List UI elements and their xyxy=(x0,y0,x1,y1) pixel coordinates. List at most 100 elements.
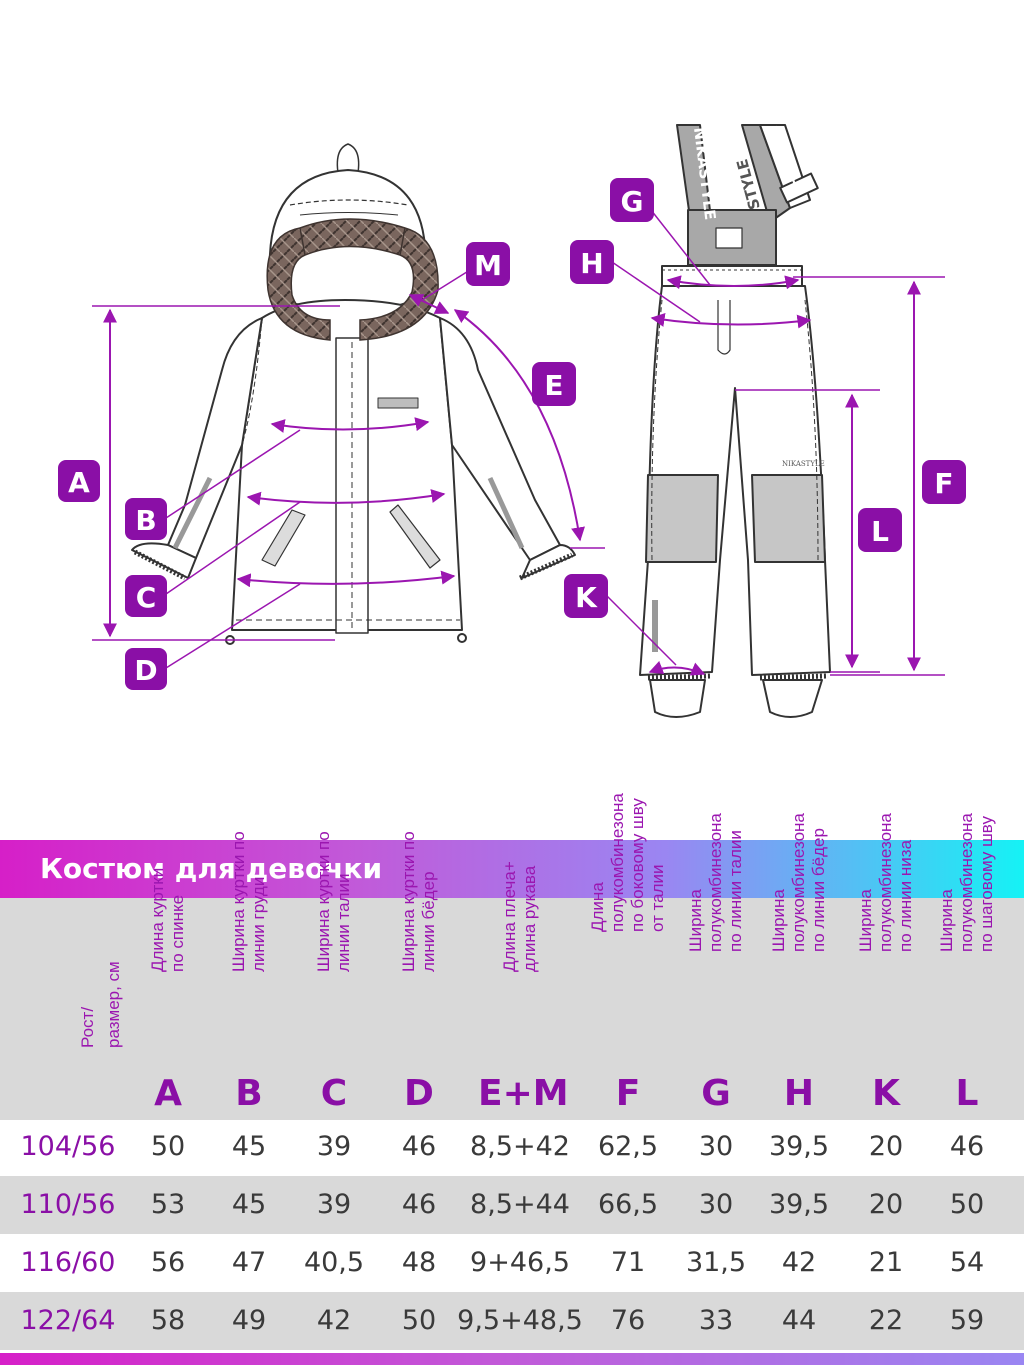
right-sleeve xyxy=(439,317,561,561)
badge-G: G xyxy=(610,178,654,222)
value-cell: 46 xyxy=(949,1131,985,1162)
badge-H-label: H xyxy=(580,247,603,280)
badge-F-label: F xyxy=(934,467,953,500)
badge-B-label: B xyxy=(135,504,156,537)
bottom-band xyxy=(0,1353,1024,1365)
size-cell: 110/56 xyxy=(20,1189,116,1220)
badge-K-label: K xyxy=(575,581,598,614)
badge-K: K xyxy=(564,574,608,618)
left-pocket xyxy=(261,509,306,567)
header-letter: B xyxy=(235,1073,263,1114)
badge-G-label: G xyxy=(621,185,644,218)
value-cell: 59 xyxy=(949,1305,985,1336)
value-cell: 40,5 xyxy=(303,1247,365,1278)
value-cell: 31,5 xyxy=(685,1247,747,1278)
header-size-label: Рост/размер, см xyxy=(78,961,123,1048)
table-title-band: Костюм для девочки xyxy=(0,840,1024,898)
header-description: Длина плеча+длина рукава xyxy=(500,861,539,972)
badge-F: F xyxy=(922,460,966,504)
value-cell: 9+46,5 xyxy=(470,1247,570,1278)
value-cell: 45 xyxy=(231,1131,267,1162)
value-cell: 39 xyxy=(316,1131,352,1162)
chest-patch xyxy=(377,397,419,409)
size-cell: 116/60 xyxy=(20,1247,116,1278)
badge-E: E xyxy=(532,362,576,406)
badge-M: M xyxy=(466,242,510,286)
value-cell: 21 xyxy=(868,1247,904,1278)
value-cell: 50 xyxy=(150,1131,186,1162)
value-cell: 76 xyxy=(610,1305,646,1336)
pants-logo-text: NIKASTYLE xyxy=(782,460,825,468)
badge-A-label: A xyxy=(68,466,90,499)
badge-H: H xyxy=(570,240,614,284)
value-cell: 49 xyxy=(231,1305,267,1336)
value-cell: 53 xyxy=(150,1189,186,1220)
right-pocket xyxy=(389,504,441,569)
header-letter: H xyxy=(783,1073,815,1114)
value-cell: 44 xyxy=(781,1305,817,1336)
value-cell: 58 xyxy=(150,1305,186,1336)
value-cell: 30 xyxy=(698,1131,734,1162)
value-cell: 8,5+44 xyxy=(470,1189,570,1220)
right-knee-patch xyxy=(751,474,826,563)
badge-L-label: L xyxy=(871,515,889,548)
value-cell: 39,5 xyxy=(768,1189,830,1220)
value-cell: 39,5 xyxy=(768,1131,830,1162)
header-letter: E+M xyxy=(478,1073,569,1114)
table-title: Костюм для девочки xyxy=(40,852,383,885)
badge-D: D xyxy=(125,648,167,690)
header-letter: L xyxy=(955,1073,979,1114)
size-cell: 122/64 xyxy=(20,1305,116,1336)
badge-E-label: E xyxy=(544,369,563,402)
badge-A: A xyxy=(58,460,100,502)
badge-C: C xyxy=(125,575,167,617)
header-letter: A xyxy=(154,1073,182,1114)
value-cell: 50 xyxy=(949,1189,985,1220)
value-cell: 47 xyxy=(231,1247,267,1278)
measurement-lines xyxy=(92,209,945,676)
header-size-column: Рост/размер, см xyxy=(40,898,123,1120)
pants-drawing xyxy=(639,124,831,718)
header-letter: F xyxy=(615,1073,641,1114)
value-cell: 56 xyxy=(150,1247,186,1278)
pants-legs xyxy=(639,285,831,676)
header-letter: D xyxy=(404,1073,434,1114)
value-cell: 66,5 xyxy=(597,1189,659,1220)
value-cell: 33 xyxy=(698,1305,734,1336)
value-cell: 42 xyxy=(316,1305,352,1336)
badge-L: L xyxy=(858,508,902,552)
header-letter: C xyxy=(320,1073,348,1114)
value-cell: 45 xyxy=(231,1189,267,1220)
value-cell: 20 xyxy=(868,1131,904,1162)
value-cell: 46 xyxy=(401,1189,437,1220)
fur-trim xyxy=(266,218,439,341)
value-cell: 9,5+48,5 xyxy=(457,1305,583,1336)
value-cell: 20 xyxy=(868,1189,904,1220)
size-diagram: NIKASTYLE NIKAST STYLE NIKASTYLE xyxy=(58,124,966,718)
value-cell: 62,5 xyxy=(597,1131,659,1162)
value-cell: 8,5+42 xyxy=(470,1131,570,1162)
size-cell: 104/56 xyxy=(20,1131,116,1162)
value-cell: 30 xyxy=(698,1189,734,1220)
value-cell: 71 xyxy=(610,1247,646,1278)
value-cell: 54 xyxy=(949,1247,985,1278)
